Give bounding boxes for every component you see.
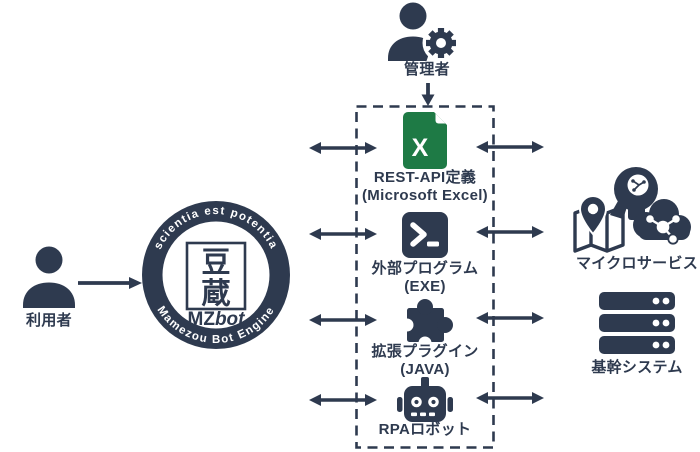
user-to-engine-arrow [78, 277, 142, 289]
robot-systems-arrow [476, 392, 544, 404]
gear-icon [426, 28, 456, 58]
external-program-label: 外部プログラム (EXE) [350, 260, 500, 296]
plugin-label: 拡張プラグイン (JAVA) [350, 343, 500, 379]
external-program-label-line1: 外部プログラム [371, 260, 479, 277]
server-stack-icon [599, 292, 675, 354]
core-system-label: 基幹システム [591, 359, 683, 376]
logo-kanji-box [185, 241, 247, 311]
logo-brand-bot: bot [215, 309, 245, 330]
rpa-robot-label: RPAロボット [350, 421, 500, 439]
plugin-systems-arrow [476, 312, 544, 324]
restapi-systems-arrow [476, 141, 544, 153]
excel-x-letter: X [412, 134, 429, 162]
engine-program-arrow [309, 228, 377, 240]
extension-box-border [355, 105, 495, 449]
admin-person-gear-icon [388, 2, 460, 62]
excel-file-icon: X [403, 112, 447, 169]
microservices-label: マイクロサービス [575, 255, 699, 272]
engine-robot-arrow [309, 394, 377, 406]
rest-api-label-line2: (Microsoft Excel) [362, 187, 488, 204]
admin-label: 管理者 [404, 61, 450, 78]
map-pin-icon [573, 194, 625, 253]
external-program-label-line2: (EXE) [404, 278, 446, 295]
plugin-label-line1: 拡張プラグイン [371, 343, 479, 360]
rest-api-label-line1: REST-API定義 [373, 169, 477, 186]
logo-kanji-bottom: 蔵 [201, 276, 230, 310]
admin-down-arrow [421, 83, 435, 106]
rest-api-label: REST-API定義 (Microsoft Excel) [350, 169, 500, 205]
terminal-icon [402, 212, 448, 258]
mzbot-engine-logo: scientia est potentia Mamezou Bot Engine… [142, 201, 290, 349]
engine-restapi-arrow [309, 142, 377, 154]
user-label: 利用者 [26, 312, 72, 329]
logo-brand-mz: MZ [188, 309, 216, 330]
logo-kanji-top: 豆 [201, 245, 230, 279]
engine-plugin-arrow [309, 314, 377, 326]
cloud-network-icon [633, 199, 691, 245]
rpa-robot-label-line1: RPAロボット [378, 421, 472, 438]
program-systems-arrow [476, 226, 544, 238]
logo-brand: MZbot [188, 309, 246, 330]
robot-icon [397, 377, 453, 422]
plugin-label-line2: (JAVA) [400, 361, 450, 378]
puzzle-piece-icon [400, 299, 453, 343]
user-person-icon [23, 246, 75, 308]
microservices-icons [573, 167, 691, 253]
